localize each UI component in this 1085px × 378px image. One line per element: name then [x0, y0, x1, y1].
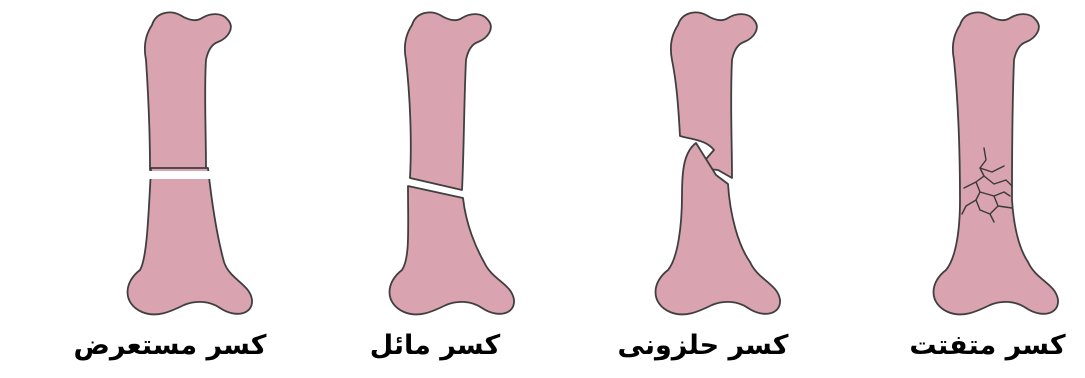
spiral-fracture-diagram: [568, 0, 839, 320]
bone-upper-fragment: [145, 12, 231, 170]
fracture-gap: [138, 171, 218, 179]
oblique-fracture-diagram: [300, 0, 571, 320]
bone-lower-fragment: [390, 186, 515, 314]
transverse-fracture-diagram: [30, 0, 301, 320]
panel-comminuted-fracture: كسر متفتت: [814, 0, 1085, 378]
bone-lower-fragment: [128, 168, 253, 314]
comminuted-fracture-diagram: [814, 0, 1085, 320]
caption-comminuted: كسر متفتت: [890, 330, 1085, 370]
caption-transverse: كسر مستعرض: [70, 330, 270, 370]
panel-spiral-fracture: كسر حلزونى: [568, 0, 839, 378]
bone-upper-fragment: [405, 12, 491, 190]
caption-oblique: كسر مائل: [335, 330, 535, 370]
caption-spiral: كسر حلزونى: [588, 330, 818, 370]
bone-whole: [934, 12, 1059, 314]
panel-oblique-fracture: كسر مائل: [300, 0, 571, 378]
panel-transverse-fracture: كسر مستعرض: [30, 0, 301, 378]
bone-upper-fragment: [671, 12, 757, 178]
